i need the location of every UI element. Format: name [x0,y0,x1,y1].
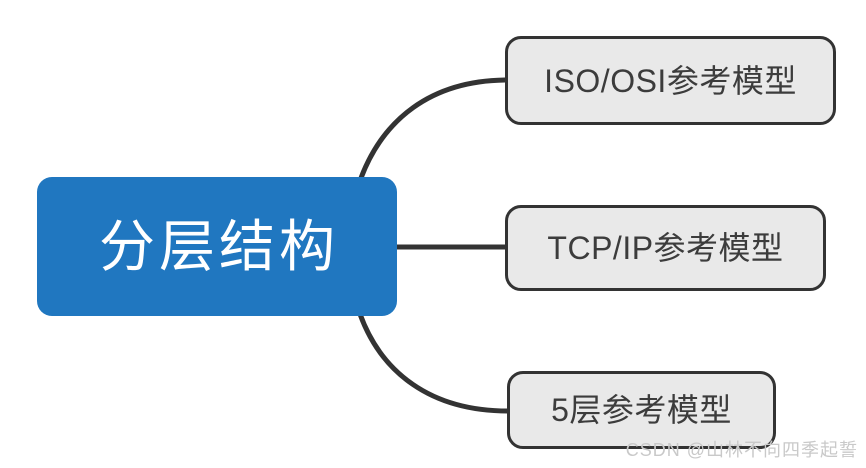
connector-to-five-layer [357,311,511,414]
child-node-label: TCP/IP参考模型 [547,230,784,266]
child-node-label: 5层参考模型 [551,392,732,428]
root-node[interactable]: 分层结构 [37,177,397,316]
connector-to-iso-osi [358,77,508,181]
child-node-tcp-ip[interactable]: TCP/IP参考模型 [505,205,826,291]
root-node-label: 分层结构 [99,214,339,278]
child-node-five-layer[interactable]: 5层参考模型 [507,371,776,449]
child-node-iso-osi[interactable]: ISO/OSI参考模型 [505,36,836,125]
child-node-label: ISO/OSI参考模型 [544,62,797,99]
